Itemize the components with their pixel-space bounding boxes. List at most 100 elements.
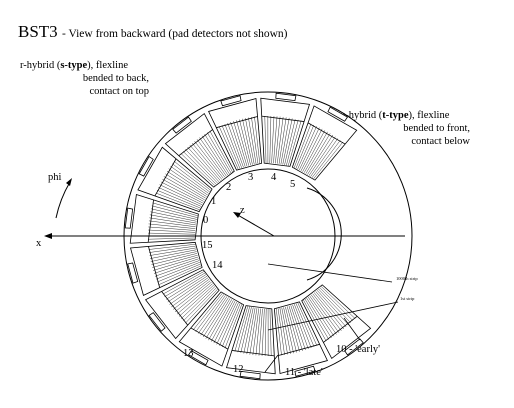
strip-line (149, 247, 197, 256)
detector-modules (124, 92, 372, 380)
strip-line (294, 304, 312, 349)
module-outline (164, 112, 235, 188)
strip-line (197, 295, 226, 334)
connector-tab (239, 370, 261, 380)
module-outline (301, 284, 372, 360)
strip-line (280, 117, 290, 165)
strip-line (165, 173, 206, 199)
strip-line (292, 304, 309, 350)
strip-line (307, 134, 333, 175)
strip-line (246, 307, 256, 355)
strip-line (148, 223, 196, 229)
strip-line (148, 220, 196, 227)
strip-line (227, 122, 244, 168)
r-hybrid-note-line1: r-hybrid (s-type), flexline (20, 60, 128, 71)
strip-line (159, 184, 203, 205)
strip-line (277, 116, 284, 164)
strip-line (157, 190, 201, 209)
strip-line (172, 163, 210, 193)
sector-5: 5 (290, 179, 295, 190)
strip-line (224, 123, 242, 168)
strip-line (233, 121, 248, 167)
strip-line (148, 229, 196, 233)
strip-line (164, 272, 206, 297)
strip-line (313, 142, 343, 180)
r-hybrid-note-line3: contact on top (90, 86, 149, 97)
hybrid-boundary (147, 199, 154, 243)
phi-arrowhead (66, 178, 72, 186)
strip-line (187, 146, 220, 183)
connector-tab (127, 262, 139, 284)
strip-line (318, 288, 351, 324)
module-3 (164, 112, 235, 188)
strip-line (169, 277, 209, 305)
strip-line (264, 116, 267, 164)
sector-14: 14 (212, 260, 223, 271)
strip-line (319, 287, 354, 321)
late-label: 11 - 'late' (285, 367, 323, 378)
hybrid-boundary (190, 327, 229, 350)
strip-line (151, 205, 198, 218)
strip-line (196, 139, 225, 178)
phi-arc (55, 181, 71, 219)
u-hybrid-note-line2: bended to front, (403, 123, 470, 134)
strip-line (153, 258, 199, 274)
strip-line (170, 165, 209, 194)
strip-line (309, 295, 337, 335)
hybrid-boundary (231, 350, 275, 357)
module-2 (208, 95, 263, 171)
strip-line (216, 301, 237, 345)
strip-line (277, 308, 285, 355)
connector-tab (327, 106, 349, 122)
x-axis-label: x (36, 238, 42, 249)
hybrid-boundary (161, 291, 189, 326)
r-hybrid-note-line2: bended to back, (83, 73, 149, 84)
strip-line (178, 284, 215, 317)
strip-line (230, 121, 246, 167)
strip-line (261, 308, 265, 356)
strip-line (295, 125, 314, 169)
strip-line (287, 120, 302, 166)
strip-line (278, 117, 287, 164)
strip-line (276, 308, 282, 356)
connector-tab (275, 92, 297, 102)
strip-line (312, 293, 342, 332)
strip-line (305, 133, 331, 174)
strip-line (264, 308, 267, 356)
right-half-disc (306, 187, 342, 281)
strip-line (155, 192, 200, 211)
strip-line (180, 286, 216, 319)
strip-line (221, 125, 241, 169)
strip-line (237, 306, 250, 353)
strip-line (150, 249, 197, 259)
strip-line (300, 128, 323, 171)
strip-line (236, 120, 249, 166)
strip-b-leader (267, 301, 399, 331)
sector-0: 0 (203, 215, 208, 226)
strip-line (155, 262, 200, 280)
strip-line (171, 279, 210, 308)
sector-1: 1 (211, 196, 216, 207)
strip-line (303, 299, 327, 342)
strip-line (162, 271, 205, 295)
hybrid-boundary (323, 315, 358, 343)
strip-line (239, 119, 251, 166)
strip-line (174, 281, 212, 313)
strip-line (153, 256, 199, 271)
strip-line (269, 116, 272, 164)
strip-line (273, 116, 278, 164)
strip-line (254, 116, 260, 164)
module-8 (178, 291, 245, 367)
module-outline (130, 241, 203, 296)
early-label: 10 - 'early' (336, 344, 380, 355)
strip-line (315, 291, 347, 328)
strip-line (151, 208, 197, 220)
module-6 (127, 241, 203, 296)
hybrid-boundary (307, 122, 346, 145)
strip-line (163, 176, 205, 200)
strip-line (255, 308, 261, 356)
strip-line (182, 151, 217, 185)
strip-line (191, 142, 223, 180)
strip-line (295, 303, 315, 347)
strip-line (213, 301, 236, 344)
